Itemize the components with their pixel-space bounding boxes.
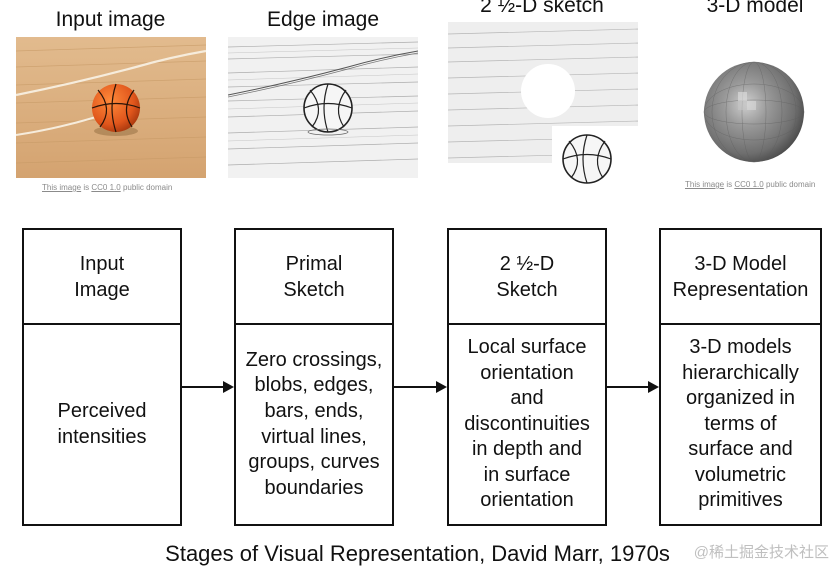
sketch-drawing — [448, 22, 638, 193]
diagram-caption: Stages of Visual Representation, David M… — [165, 541, 670, 566]
credit-link-image[interactable]: This image — [42, 183, 82, 192]
edge-drawing — [228, 37, 418, 178]
stage-input-image: Input Image Perceived intensities — [22, 228, 182, 526]
credit-text: public domain — [763, 180, 816, 189]
stage-2-5d-sketch: 2 ½-D Sketch Local surface orientation a… — [447, 228, 607, 526]
model-image-credit: This image is CC0 1.0 public domain — [685, 180, 815, 190]
flow-arrow — [182, 380, 234, 394]
stage-3d-model: 3-D Model Representation 3-D models hier… — [659, 228, 822, 526]
basketball-photo — [16, 37, 206, 178]
stage-description: Local surface orientation and discontinu… — [464, 335, 590, 512]
credit-text: is — [81, 183, 92, 192]
sphere-model — [703, 61, 805, 163]
input-image-title: Input image — [55, 8, 166, 31]
stage-description: 3-D models hierarchically organized in t… — [682, 335, 799, 512]
stage-heading: Primal Sketch — [236, 230, 392, 325]
model-image — [686, 50, 826, 175]
credit-link-license[interactable]: CC0 1.0 — [91, 183, 121, 192]
model-image-title: 3-D model — [706, 0, 804, 17]
arrow-head-icon — [648, 381, 659, 393]
arrow-head-icon — [223, 381, 234, 393]
flow-arrow — [607, 380, 659, 394]
input-image-credit: This image is CC0 1.0 public domain — [42, 183, 172, 193]
flow-arrow — [394, 380, 447, 394]
sketch-image — [448, 22, 638, 193]
stage-heading: Input Image — [24, 230, 180, 325]
stage-heading: 2 ½-D Sketch — [449, 230, 605, 325]
stage-description: Zero crossings, blobs, edges, bars, ends… — [245, 348, 383, 499]
credit-link-image[interactable]: This image — [685, 180, 725, 189]
edge-image-title: Edge image — [266, 8, 380, 31]
input-image — [16, 37, 206, 178]
stage-description: Perceived intensities — [57, 399, 147, 448]
edge-image — [228, 37, 418, 178]
arrow-head-icon — [436, 381, 447, 393]
watermark: @稀土掘金技术社区 — [693, 544, 829, 561]
credit-text: is — [724, 180, 735, 189]
stage-primal-sketch: Primal Sketch Zero crossings, blobs, edg… — [234, 228, 394, 526]
credit-link-license[interactable]: CC0 1.0 — [734, 180, 764, 189]
stage-heading: 3-D Model Representation — [661, 230, 820, 325]
sketch-image-title: 2 ½-D sketch — [480, 0, 604, 17]
credit-text: public domain — [120, 183, 173, 192]
